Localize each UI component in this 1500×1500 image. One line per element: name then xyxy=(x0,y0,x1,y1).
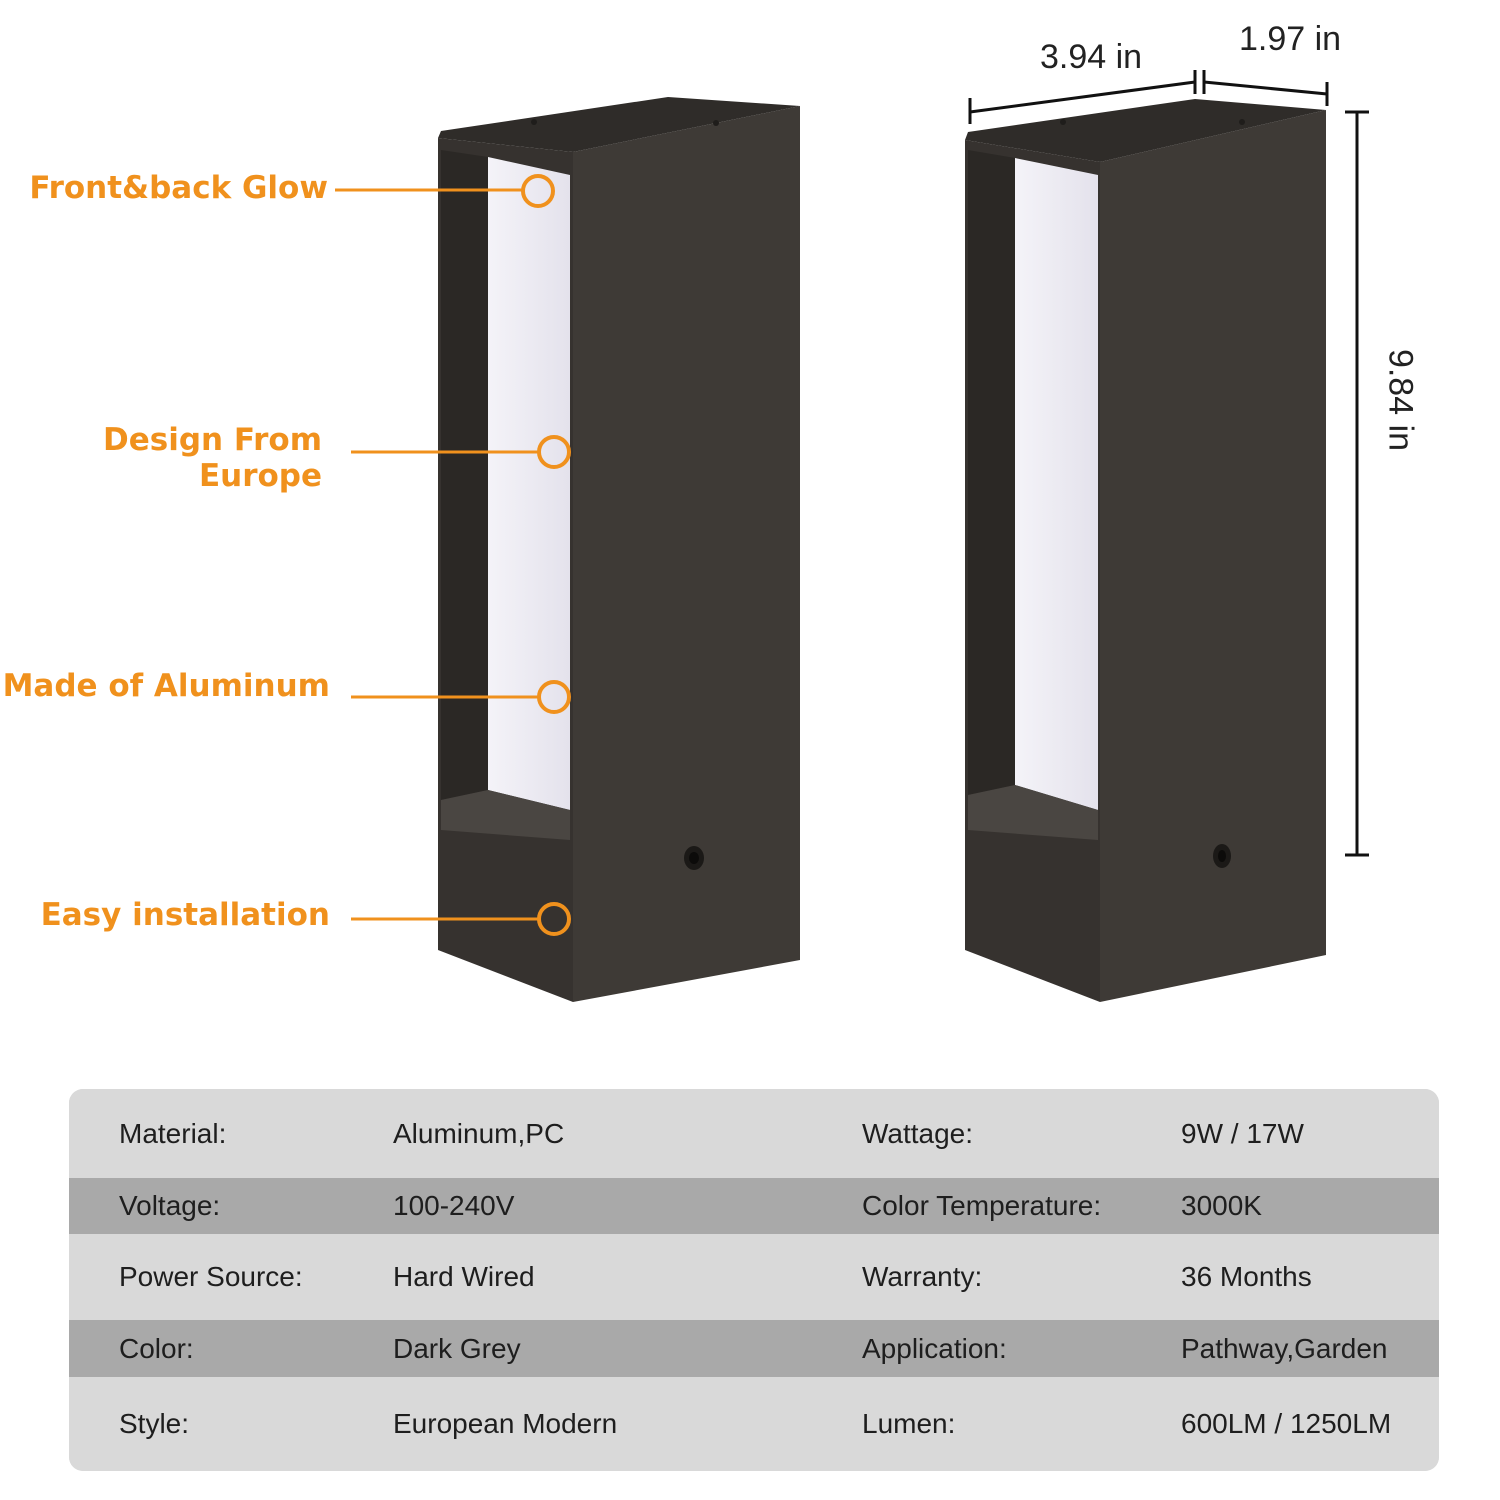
spec-label: Voltage: xyxy=(119,1190,221,1221)
spec-label: Color Temperature: xyxy=(862,1190,1102,1221)
callout-marker-glow xyxy=(521,174,555,208)
spec-value: Pathway,Garden xyxy=(1181,1332,1388,1364)
spec-value: 100-240V xyxy=(393,1190,515,1221)
spec-value: Dark Grey xyxy=(393,1332,521,1364)
callout-marker-aluminum xyxy=(537,680,571,714)
spec-label: Wattage: xyxy=(862,1117,974,1149)
feature-label-glow: Front&back Glow xyxy=(29,170,328,206)
spec-row: Material: Aluminum,PC Wattage: 9W / 17W xyxy=(69,1089,1439,1178)
callout-marker-installation xyxy=(537,902,571,936)
spec-row: Style: European Modern Lumen: 600LM / 12… xyxy=(69,1377,1439,1471)
spec-label: Style: xyxy=(119,1408,190,1439)
feature-label-installation: Easy installation xyxy=(40,897,330,933)
spec-value: 3000K xyxy=(1181,1190,1262,1221)
spec-label: Material: xyxy=(119,1117,227,1149)
spec-value: 600LM / 1250LM xyxy=(1181,1408,1392,1439)
spec-label: Color: xyxy=(119,1332,194,1364)
dimension-lines xyxy=(968,70,1369,857)
spec-value: Hard Wired xyxy=(393,1261,535,1292)
spec-row: Voltage: 100-240V Color Temperature: 300… xyxy=(69,1178,1439,1234)
spec-row: Power Source: Hard Wired Warranty: 36 Mo… xyxy=(69,1234,1439,1320)
dimension-width-label: 3.94 in xyxy=(1040,38,1143,76)
spec-label: Warranty: xyxy=(862,1261,983,1292)
callout-marker-design xyxy=(537,435,571,469)
lamp-right xyxy=(965,99,1326,1002)
feature-label-aluminum: Made of Aluminum xyxy=(2,668,330,704)
spec-value: 9W / 17W xyxy=(1181,1117,1304,1149)
spec-value: European Modern xyxy=(393,1408,618,1439)
spec-label: Power Source: xyxy=(119,1261,303,1292)
spec-label: Lumen: xyxy=(862,1408,956,1439)
spec-value: 36 Months xyxy=(1181,1261,1312,1292)
spec-value: Aluminum,PC xyxy=(393,1117,565,1149)
spec-row: Color: Dark Grey Application: Pathway,Ga… xyxy=(69,1320,1439,1377)
spec-label: Application: xyxy=(862,1332,1007,1364)
product-illustration xyxy=(335,70,1369,1002)
callout-leaders xyxy=(335,174,571,936)
spec-table: Material: Aluminum,PC Wattage: 9W / 17W … xyxy=(69,1089,1439,1471)
feature-label-design: Design From Europe xyxy=(103,422,322,494)
dimension-depth-label: 1.97 in xyxy=(1239,20,1342,58)
lamp-left xyxy=(438,97,800,1002)
dimension-height-label: 9.84 in xyxy=(1381,348,1420,452)
